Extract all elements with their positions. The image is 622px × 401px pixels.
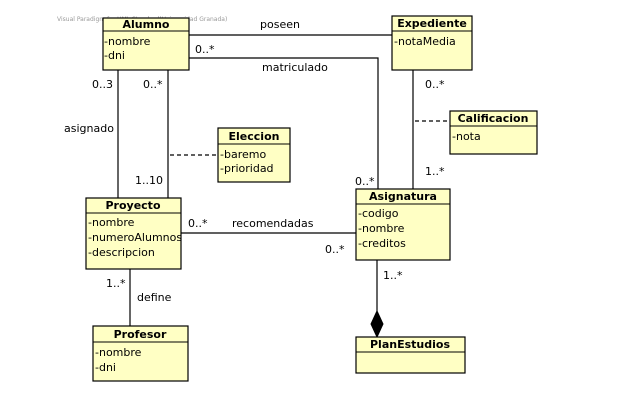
class-expediente-name: Expediente: [397, 17, 467, 30]
assoc-define-label: define: [137, 291, 172, 304]
mult-recomendadas-asignatura: 0..*: [325, 243, 345, 256]
composition-diamond-icon: [370, 309, 384, 339]
mult-calificacion-asignatura: 1..*: [425, 165, 445, 178]
class-profesor-attr: -nombre: [95, 346, 142, 359]
class-alumno-name: Alumno: [123, 18, 170, 31]
class-planestudios-name: PlanEstudios: [370, 338, 450, 351]
class-proyecto-attr: -descripcion: [88, 246, 155, 259]
assoc-poseen-label: poseen: [260, 18, 300, 31]
class-alumno-attr: -dni: [104, 49, 125, 62]
class-calificacion[interactable]: Calificacion -nota: [449, 110, 538, 155]
class-proyecto[interactable]: Proyecto -nombre -numeroAlumnos -descrip…: [85, 197, 182, 270]
class-profesor-attr: -dni: [95, 361, 116, 374]
class-eleccion-attr: -baremo: [220, 148, 266, 161]
class-profesor-name: Profesor: [114, 328, 167, 341]
mult-eleccion-alumno: 0..*: [143, 78, 163, 91]
class-calificacion-attr: -nota: [452, 130, 481, 143]
class-asignatura-attr: -creditos: [358, 237, 406, 250]
class-alumno-attr: -nombre: [104, 35, 151, 48]
class-expediente[interactable]: Expediente -notaMedia: [391, 15, 473, 71]
mult-calificacion-expediente: 0..*: [425, 78, 445, 91]
class-eleccion-name: Eleccion: [229, 130, 280, 143]
class-expediente-attr: -notaMedia: [394, 35, 456, 48]
assoc-recomendadas-label: recomendadas: [232, 217, 314, 230]
mult-define-proyecto: 1..*: [106, 277, 126, 290]
mult-asignado-alumno: 0..3: [92, 78, 113, 91]
mult-eleccion-proyecto: 1..10: [135, 174, 163, 187]
class-proyecto-attr: -nombre: [88, 216, 135, 229]
class-proyecto-name: Proyecto: [105, 199, 160, 212]
mult-matriculado-alumno: 0..*: [195, 43, 215, 56]
class-eleccion-attr: -prioridad: [220, 162, 274, 175]
class-calificacion-name: Calificacion: [458, 112, 529, 125]
class-planestudios[interactable]: PlanEstudios: [355, 336, 466, 374]
class-proyecto-attr: -numeroAlumnos: [88, 231, 182, 244]
class-asignatura[interactable]: Asignatura -codigo -nombre -creditos: [355, 188, 451, 261]
class-profesor[interactable]: Profesor -nombre -dni: [92, 325, 189, 382]
mult-composition-asignatura: 1..*: [383, 269, 403, 282]
mult-matriculado-asignatura: 0..*: [355, 175, 375, 188]
assoc-matriculado-line: [189, 57, 379, 189]
class-alumno[interactable]: Alumno -nombre -dni: [102, 17, 190, 71]
class-eleccion[interactable]: Eleccion -baremo -prioridad: [217, 127, 291, 183]
class-asignatura-attr: -nombre: [358, 222, 405, 235]
mult-recomendadas-proyecto: 0..*: [188, 217, 208, 230]
assoc-matriculado-label: matriculado: [262, 61, 328, 74]
class-asignatura-name: Asignatura: [369, 190, 437, 203]
assoc-asignado-label: asignado: [64, 122, 114, 135]
class-asignatura-attr: -codigo: [358, 207, 399, 220]
